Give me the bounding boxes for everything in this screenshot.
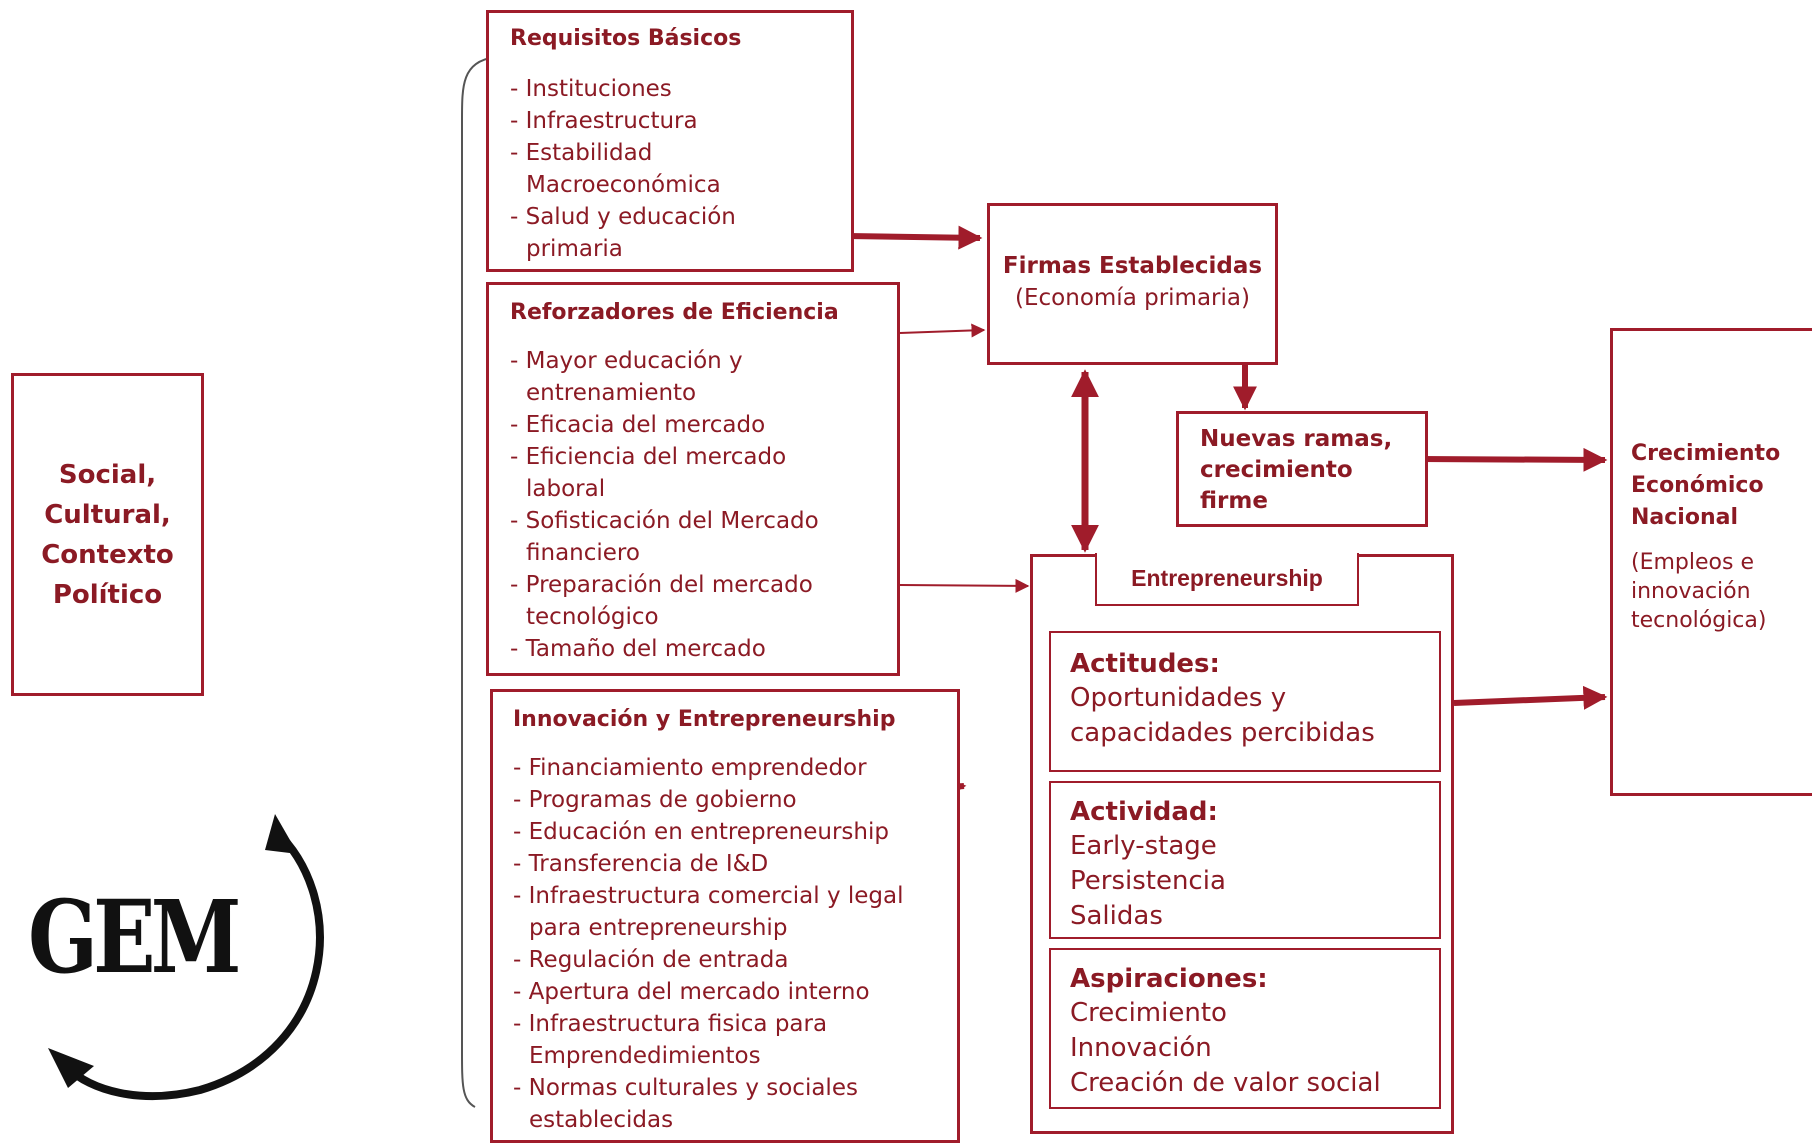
arrow-requisitos-firmas (847, 225, 983, 250)
list-item-continuation: para entrepreneurship (529, 915, 788, 941)
social-context-box: Social, Cultural, Contexto Político (11, 373, 204, 696)
crecimiento-subtitle-line: tecnológica) (1631, 608, 1767, 633)
list-item-continuation: tecnológico (526, 604, 659, 630)
aspiraciones-line: Innovación (1070, 1033, 1212, 1063)
list-item: - Sofisticación del Mercado (510, 508, 819, 534)
actividad-line: Early-stage (1070, 831, 1217, 861)
social-context-line: Político (52, 579, 163, 610)
list-item: - Financiamiento emprendedor (513, 755, 867, 781)
actividad-line: Persistencia (1070, 866, 1226, 896)
list-item-continuation: establecidas (529, 1107, 674, 1133)
list-item: - Mayor educación y (510, 348, 743, 374)
nuevas-line: Nuevas ramas, (1200, 426, 1393, 452)
list-item: - Educación en entrepreneurship (513, 819, 889, 845)
list-item: - Normas culturales y sociales (513, 1075, 858, 1101)
reforzadores-eficiencia-box: Reforzadores de Eficiencia - Mayor educa… (486, 282, 900, 676)
list-item: - Salud y educación (510, 204, 736, 230)
actitudes-box: Actitudes: Oportunidades y capacidades p… (1049, 631, 1441, 772)
list-item: - Infraestructura (510, 108, 698, 134)
firmas-title: Firmas Establecidas (1002, 253, 1263, 279)
social-context-line: Contexto (41, 539, 174, 570)
arrow-reforzadores-entrepreneurship (899, 578, 1030, 593)
firmas-establecidas-box: Firmas Establecidas (Economía primaria) (987, 203, 1278, 365)
list-item: - Eficiencia del mercado (510, 444, 787, 470)
crecimiento-title-line: Económico (1631, 473, 1764, 498)
arrow-reforzadores-firmas (899, 323, 986, 338)
list-item: - Preparación del mercado (510, 572, 813, 598)
list-item: - Infraestructura fisica para (513, 1011, 828, 1037)
aspiraciones-line: Crecimiento (1070, 998, 1227, 1028)
actitudes-heading: Actitudes: (1070, 649, 1220, 679)
actitudes-line: capacidades percibidas (1070, 718, 1375, 748)
actitudes-line: Oportunidades y (1070, 683, 1287, 713)
list-item: - Tamaño del mercado (510, 636, 766, 662)
gem-logo: GEM (20, 800, 340, 1130)
list-item: - Instituciones (510, 76, 672, 102)
actividad-line: Salidas (1070, 901, 1163, 931)
gem-logo-text: GEM (28, 878, 241, 996)
list-item: - Regulación de entrada (513, 947, 789, 973)
reforzadores-list: - Mayor educación y entrenamiento - Efic… (510, 345, 819, 665)
firmas-subtitle: (Economía primaria) (1015, 285, 1250, 311)
crecimiento-title-line: Nacional (1631, 505, 1739, 530)
innovacion-entrepreneurship-box: Innovación y Entrepreneurship - Financia… (490, 689, 960, 1143)
innovacion-title: Innovación y Entrepreneurship (513, 707, 896, 732)
crecimiento-title-line: Crecimiento (1631, 441, 1781, 466)
reforzadores-title: Reforzadores de Eficiencia (510, 300, 839, 325)
list-item-continuation: laboral (526, 476, 606, 502)
list-item-continuation: primaria (526, 236, 623, 262)
actividad-heading: Actividad: (1070, 797, 1218, 827)
innovacion-list: - Financiamiento emprendedor - Programas… (513, 752, 904, 1136)
crecimiento-subtitle-line: (Empleos e (1631, 550, 1754, 575)
requisitos-list: - Instituciones - Infraestructura - Esta… (510, 73, 736, 265)
entrepreneurship-box: Entrepreneurship Actitudes: Oportunidade… (1030, 553, 1454, 1134)
nuevas-line: firme (1200, 488, 1268, 514)
crecimiento-title: Crecimiento Económico Nacional (1631, 438, 1780, 534)
list-item: - Apertura del mercado interno (513, 979, 870, 1005)
list-item: - Infraestructura comercial y legal (513, 883, 904, 909)
crecimiento-subtitle-line: innovación (1631, 579, 1751, 604)
requisitos-basicos-box: Requisitos Básicos - Instituciones - Inf… (486, 10, 854, 272)
aspiraciones-line: Creación de valor social (1070, 1068, 1381, 1098)
list-item-continuation: Macroeconómica (526, 172, 721, 198)
entrepreneurship-label: Entrepreneurship (1095, 553, 1359, 606)
aspiraciones-heading: Aspiraciones: (1070, 964, 1268, 994)
list-item-continuation: entrenamiento (526, 380, 697, 406)
list-item: - Programas de gobierno (513, 787, 797, 813)
list-item-continuation: financiero (526, 540, 640, 566)
actividad-box: Actividad: Early-stage Persistencia Sali… (1049, 781, 1441, 939)
list-item-continuation: Emprendedimientos (529, 1043, 761, 1069)
list-item: - Estabilidad (510, 140, 653, 166)
arrow-entrepreneurship-crecimiento (1453, 685, 1608, 710)
arrow-nuevas-crecimiento (1419, 447, 1608, 472)
aspiraciones-box: Aspiraciones: Crecimiento Innovación Cre… (1049, 948, 1441, 1109)
nuevas-ramas-box: Nuevas ramas, crecimiento firme (1176, 411, 1428, 527)
social-context-line: Social, (58, 459, 157, 490)
list-item: - Transferencia de I&D (513, 851, 769, 877)
social-context-line: Cultural, (44, 499, 171, 530)
requisitos-title: Requisitos Básicos (510, 26, 742, 51)
nuevas-line: crecimiento (1200, 457, 1353, 483)
left-bracket (461, 56, 496, 1108)
crecimiento-economico-box: Crecimiento Económico Nacional (Empleos … (1610, 328, 1812, 796)
list-item: - Eficacia del mercado (510, 412, 766, 438)
crecimiento-subtitle: (Empleos e innovación tecnológica) (1631, 548, 1780, 635)
